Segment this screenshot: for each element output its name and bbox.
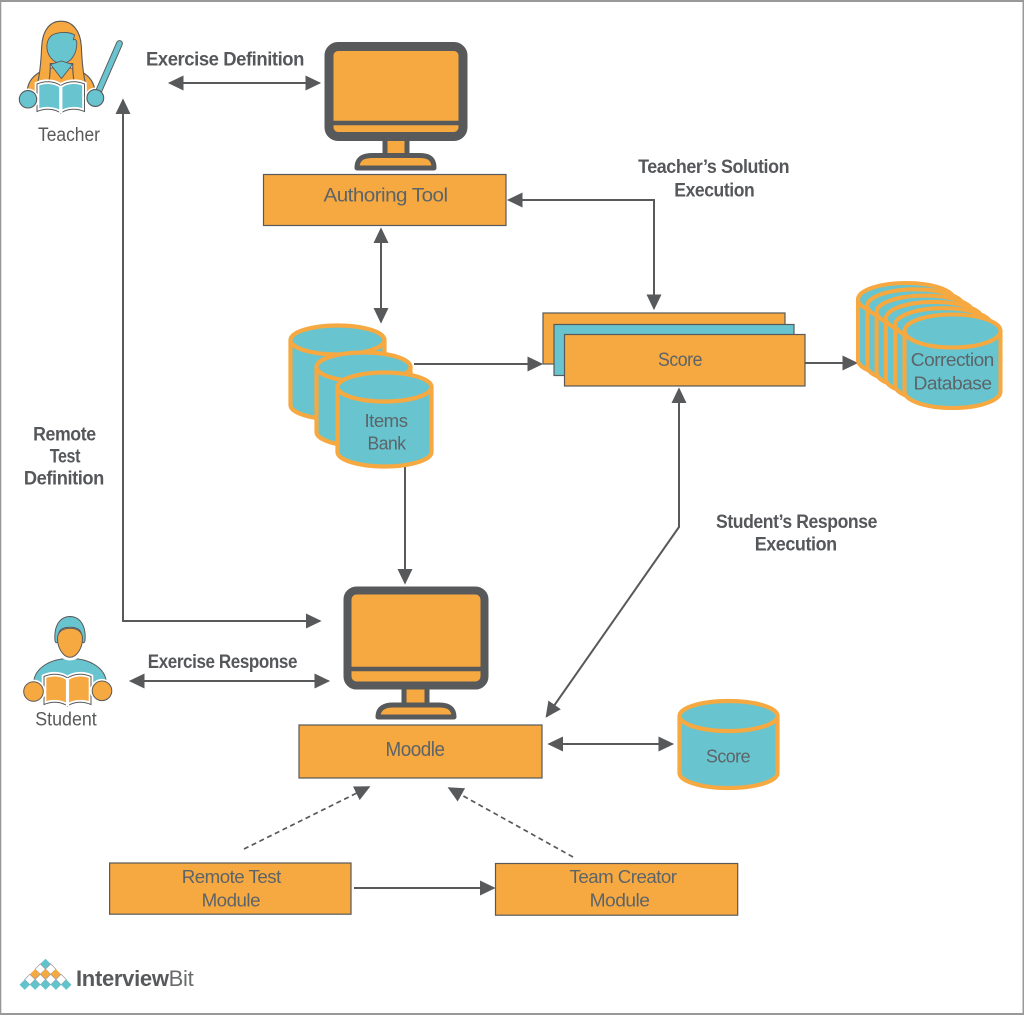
svg-text:Team Creator: Team Creator xyxy=(570,866,677,887)
svg-text:Execution: Execution xyxy=(755,535,837,556)
svg-text:Student: Student xyxy=(35,710,97,731)
svg-text:Execution: Execution xyxy=(674,180,754,201)
svg-text:Remote Test: Remote Test xyxy=(182,866,282,887)
svg-text:Score: Score xyxy=(706,746,750,767)
svg-text:Teacher: Teacher xyxy=(38,125,101,146)
svg-text:Student’s Response: Student’s Response xyxy=(716,512,877,533)
svg-text:Module: Module xyxy=(202,890,261,911)
svg-text:Test: Test xyxy=(50,447,81,468)
svg-text:Teacher’s Solution: Teacher’s Solution xyxy=(638,157,789,178)
svg-text:Score: Score xyxy=(658,350,702,371)
svg-text:Exercise Response: Exercise Response xyxy=(148,652,297,673)
svg-text:Module: Module xyxy=(590,890,650,911)
svg-text:Moodle: Moodle xyxy=(386,739,445,761)
svg-text:Exercise Definition: Exercise Definition xyxy=(146,49,304,70)
svg-text:Database: Database xyxy=(914,373,992,394)
svg-text:Items: Items xyxy=(365,410,408,431)
svg-text:Correction: Correction xyxy=(911,349,994,370)
svg-text:Remote: Remote xyxy=(33,425,96,446)
svg-text:Definition: Definition xyxy=(24,469,104,490)
svg-text:Bank: Bank xyxy=(368,433,407,454)
svg-text:Authoring Tool: Authoring Tool xyxy=(324,185,448,207)
svg-text:InterviewBit: InterviewBit xyxy=(76,966,194,991)
